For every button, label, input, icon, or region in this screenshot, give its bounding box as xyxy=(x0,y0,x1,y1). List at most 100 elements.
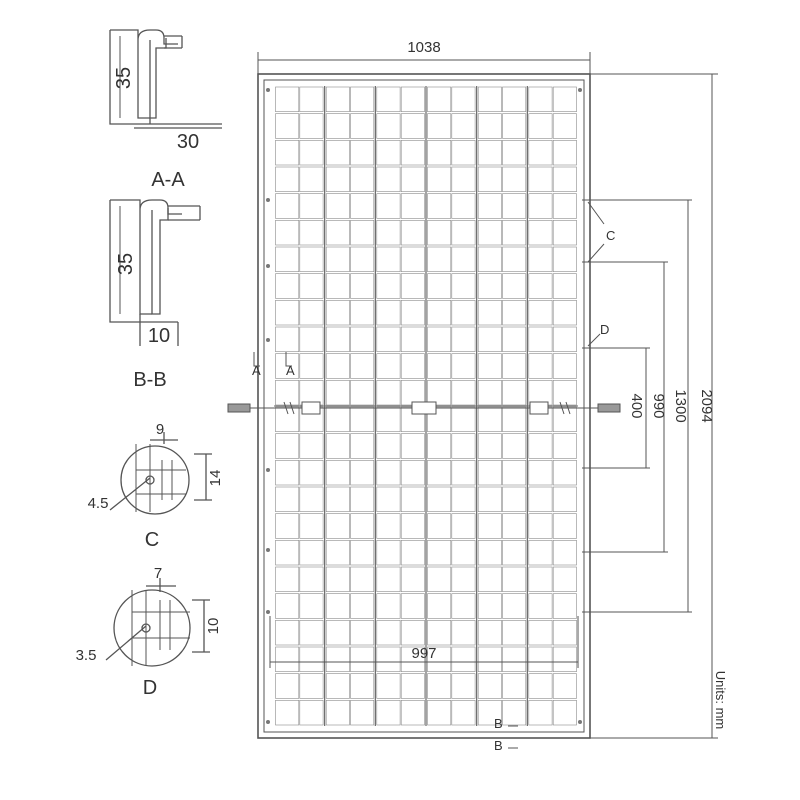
solar-cell xyxy=(427,379,452,406)
solar-cell xyxy=(325,619,350,646)
solar-cell xyxy=(552,273,577,299)
solar-cell xyxy=(299,193,324,219)
solar-cell xyxy=(400,486,425,513)
solar-cell xyxy=(350,193,375,219)
solar-cell xyxy=(275,299,300,326)
solar-cell xyxy=(451,246,476,273)
solar-cell xyxy=(552,406,577,433)
solar-cell xyxy=(528,220,553,246)
solar-cell xyxy=(350,459,375,486)
solar-cell xyxy=(451,593,476,619)
solar-cell xyxy=(275,459,300,486)
solar-cell xyxy=(325,433,350,459)
solar-cell xyxy=(350,166,375,193)
solar-cell xyxy=(376,406,401,433)
solar-cell xyxy=(502,353,527,379)
solar-cell xyxy=(427,246,452,273)
solar-cell xyxy=(325,86,350,113)
solar-cell xyxy=(376,433,401,459)
solar-cell xyxy=(502,140,527,166)
solar-cell xyxy=(502,326,527,353)
solar-cell xyxy=(502,566,527,593)
solar-cell xyxy=(552,513,577,539)
panel-inner-width-label: 997 xyxy=(411,645,436,662)
solar-cell xyxy=(552,140,577,166)
solar-cell xyxy=(299,673,324,699)
solar-cell xyxy=(552,539,577,566)
solar-cell xyxy=(400,459,425,486)
solar-cell xyxy=(477,619,502,646)
solar-cell xyxy=(325,673,350,699)
solar-cell xyxy=(451,646,476,673)
solar-cell xyxy=(350,699,375,726)
solar-cell xyxy=(502,539,527,566)
solar-cell xyxy=(350,673,375,699)
solar-cell xyxy=(502,673,527,699)
solar-cell xyxy=(400,86,425,113)
solar-cell xyxy=(400,113,425,139)
solar-cell xyxy=(528,539,553,566)
solar-cell xyxy=(275,593,300,619)
solar-cell xyxy=(299,486,324,513)
solar-cell xyxy=(502,619,527,646)
solar-cell xyxy=(552,299,577,326)
solar-cell xyxy=(299,699,324,726)
solar-cell xyxy=(451,699,476,726)
solar-cell xyxy=(427,513,452,539)
solar-cell xyxy=(528,166,553,193)
aa-title: A-A xyxy=(151,169,185,191)
solar-cell xyxy=(451,406,476,433)
solar-cell xyxy=(451,433,476,459)
solar-cell xyxy=(528,246,553,273)
solar-cell xyxy=(350,353,375,379)
solar-cell xyxy=(325,166,350,193)
solar-cell xyxy=(376,193,401,219)
aa-width-dim: 30 xyxy=(177,131,199,153)
solar-cell xyxy=(299,566,324,593)
solar-cell xyxy=(376,673,401,699)
solar-cell xyxy=(451,379,476,406)
solar-cell xyxy=(275,539,300,566)
solar-cell xyxy=(477,673,502,699)
solar-cell xyxy=(350,86,375,113)
solar-cell xyxy=(350,539,375,566)
section-a-markers xyxy=(253,352,292,367)
solar-cell xyxy=(376,246,401,273)
solar-cell xyxy=(502,299,527,326)
solar-cell xyxy=(427,646,452,673)
solar-cell xyxy=(325,539,350,566)
solar-cell xyxy=(350,486,375,513)
solar-cell xyxy=(325,193,350,219)
solar-cell xyxy=(400,326,425,353)
solar-cell xyxy=(477,539,502,566)
solar-cell xyxy=(350,299,375,326)
solar-cell xyxy=(299,459,324,486)
solar-cell xyxy=(477,593,502,619)
solar-cell xyxy=(477,459,502,486)
section-aa xyxy=(109,29,222,129)
solar-cell xyxy=(427,539,452,566)
solar-cell xyxy=(451,566,476,593)
solar-cell xyxy=(528,566,553,593)
solar-cell xyxy=(350,433,375,459)
solar-cell xyxy=(275,673,300,699)
marker-leaders xyxy=(587,201,605,347)
c-top-dim: 9 xyxy=(156,421,164,438)
solar-cell xyxy=(451,193,476,219)
solar-cell xyxy=(350,140,375,166)
solar-cell xyxy=(477,406,502,433)
solar-cell xyxy=(427,486,452,513)
solar-cell xyxy=(400,433,425,459)
solar-cell xyxy=(400,193,425,219)
solar-cell xyxy=(400,246,425,273)
solar-cell xyxy=(502,406,527,433)
solar-cell xyxy=(528,513,553,539)
solar-cell xyxy=(528,459,553,486)
solar-cell xyxy=(552,193,577,219)
solar-cell xyxy=(325,379,350,406)
mount-990-label: 990 xyxy=(650,393,667,418)
solar-cell xyxy=(400,593,425,619)
bb-height-dim: 35 xyxy=(115,253,137,275)
solar-cell xyxy=(502,699,527,726)
solar-cell xyxy=(275,406,300,433)
